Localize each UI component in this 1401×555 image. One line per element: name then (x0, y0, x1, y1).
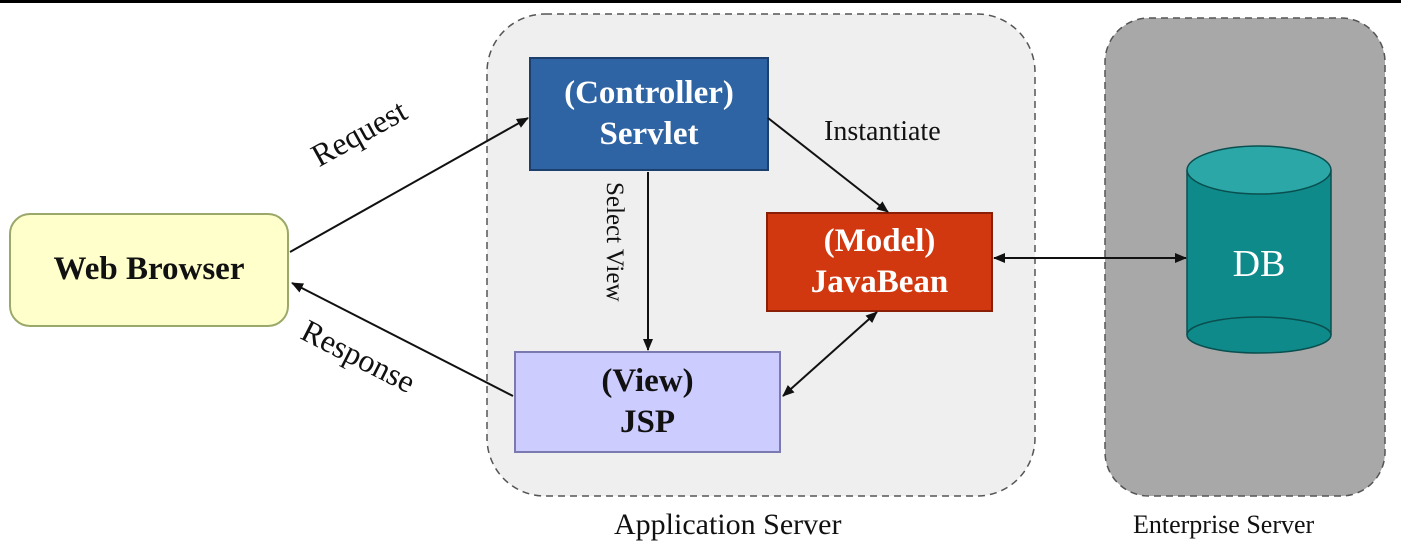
view-role-label: (View) (601, 362, 694, 399)
web-browser-box (9, 213, 289, 327)
model-component-label: JavaBean (810, 264, 949, 300)
top-border-line (0, 0, 1401, 3)
controller-role-label: (Controller) (564, 74, 734, 111)
controller-component-label: Servlet (599, 116, 699, 152)
db-label: DB (1232, 243, 1286, 286)
instantiate-label: Instantiate (824, 116, 941, 147)
select-view-label: Select View (601, 182, 628, 302)
db-cylinder (1186, 145, 1332, 354)
db-label-box: DB (1187, 225, 1331, 305)
model-javabean-box (766, 212, 993, 312)
web-browser-label-box: Web Browser (10, 214, 288, 326)
view-jsp-box (514, 351, 781, 453)
view-component-label: JSP (619, 404, 675, 440)
instantiate-arrow (767, 117, 889, 213)
web-browser-label: Web Browser (53, 251, 245, 288)
application-server-caption: Application Server (614, 508, 842, 541)
response-arrow (291, 282, 514, 397)
view-label-box: (View) JSP (515, 352, 780, 452)
model-role-label: (Model) (823, 222, 936, 259)
model-label-box: (Model) JavaBean (767, 213, 992, 311)
enterprise-server-caption: Enterprise Server (1133, 510, 1315, 539)
request-arrow (289, 117, 529, 253)
view-model-arrow (782, 311, 878, 397)
controller-label-box: (Controller) Servlet (530, 58, 768, 170)
controller-servlet-box (529, 57, 769, 171)
